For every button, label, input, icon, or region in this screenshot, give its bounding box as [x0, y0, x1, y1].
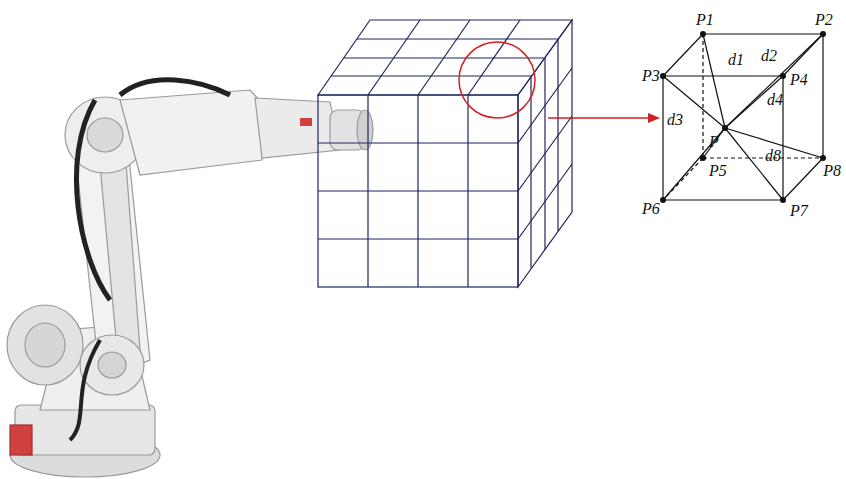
- point-label: P3: [641, 68, 661, 84]
- point-label: P7: [789, 203, 809, 219]
- distance-label: d3: [666, 112, 684, 128]
- point-label: P1: [695, 12, 715, 28]
- point-label: P8: [822, 163, 842, 179]
- point-label: P2: [814, 12, 834, 28]
- distance-label: d8: [764, 148, 782, 164]
- point-label: P4: [789, 72, 809, 88]
- point-label: P5: [708, 163, 728, 179]
- point-label: P: [708, 134, 720, 150]
- vertex-dots: [660, 31, 826, 203]
- distance-label: d4: [766, 92, 784, 108]
- distance-label: d1: [727, 52, 745, 68]
- zoom-callout: [459, 42, 660, 123]
- distance-label: d2: [760, 48, 778, 64]
- detail-cube: [663, 34, 823, 200]
- point-label: P6: [641, 201, 661, 217]
- grid-cube: [318, 20, 572, 287]
